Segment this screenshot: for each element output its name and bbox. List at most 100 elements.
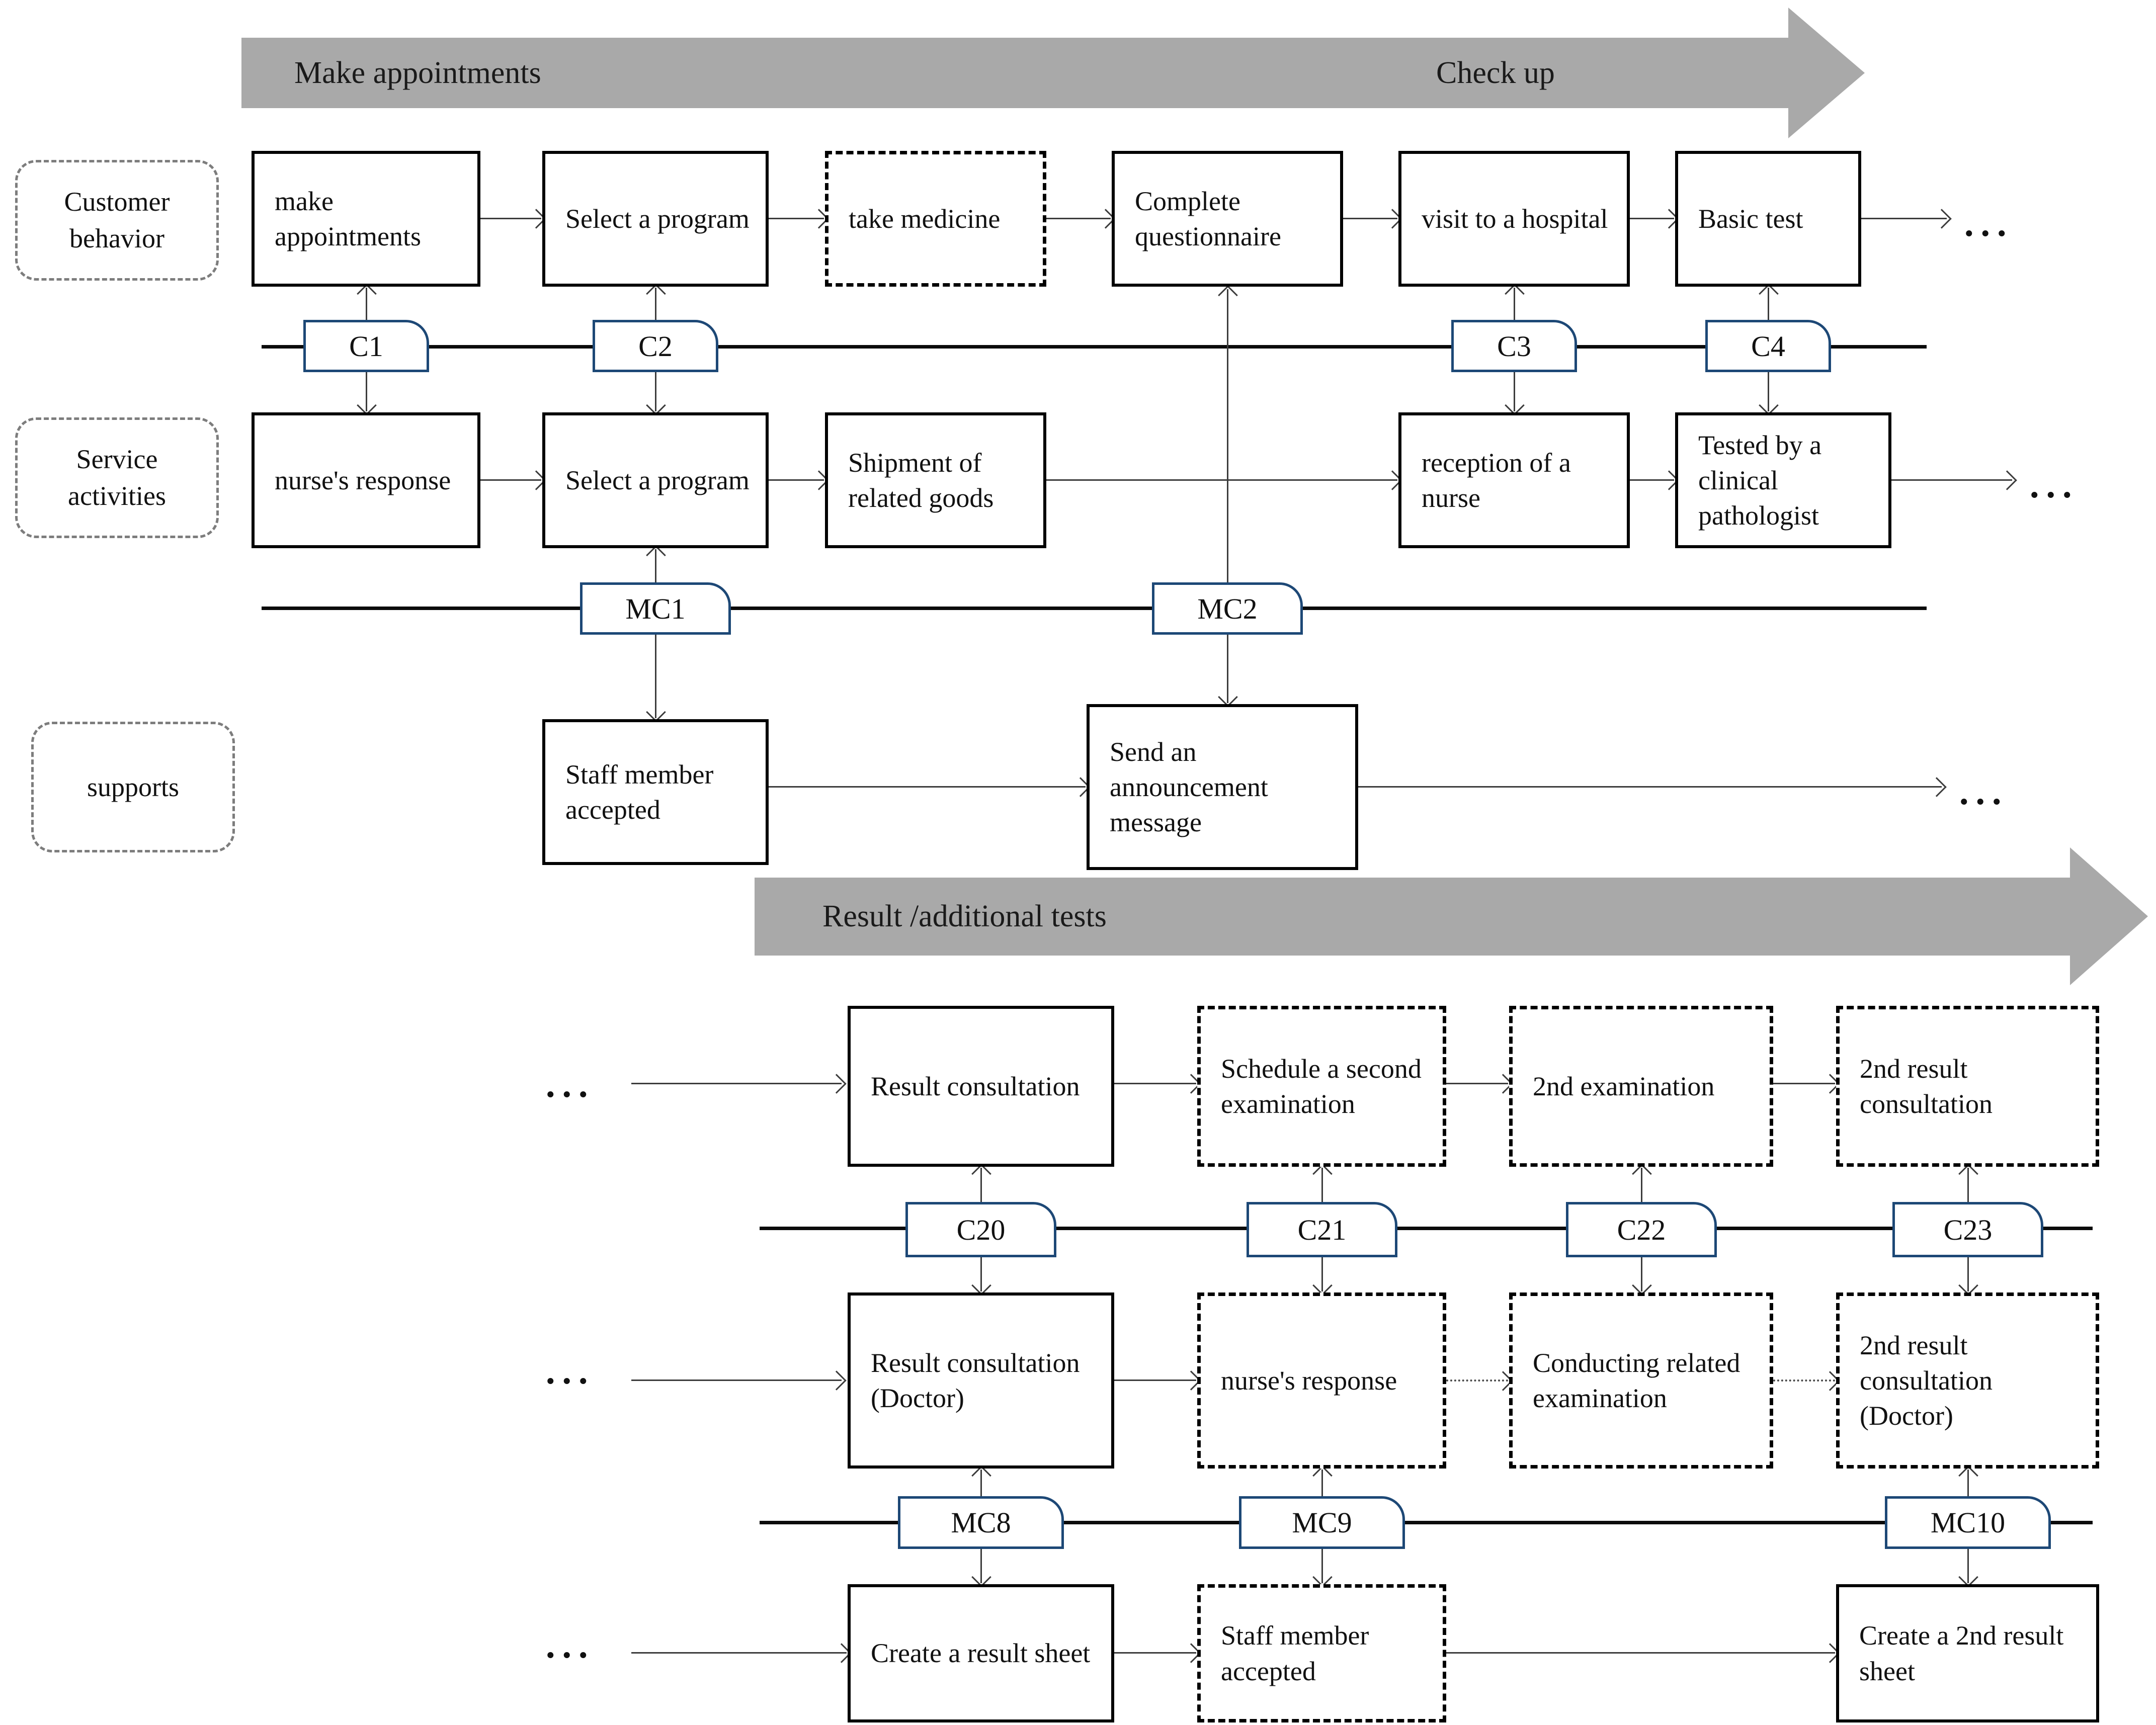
box-complete-questionnaire: Complete questionnaire (1112, 151, 1343, 287)
tab-arrow-up (1321, 1470, 1323, 1496)
tab-arrow-up (980, 1470, 982, 1496)
flow-arrow (1114, 1379, 1196, 1381)
flow-arrow-dotted (1773, 1379, 1835, 1382)
box-send-announcement-message: Send an announcement message (1087, 704, 1358, 870)
flow-arrow-dotted (1446, 1379, 1508, 1382)
flow-arrow (1861, 218, 1947, 219)
flow-arrow (1630, 218, 1674, 219)
flow-arrow (1446, 1652, 1835, 1654)
row-label-service-activities: Service activities (15, 417, 219, 538)
box-nurses-response-bottom: nurse's response (1197, 1292, 1446, 1469)
box-2nd-examination: 2nd examination (1509, 1006, 1773, 1167)
tab-arrow-down (655, 635, 656, 718)
tab-c22: C22 (1566, 1202, 1717, 1257)
box-result-consultation: Result consultation (848, 1006, 1114, 1167)
tab-c21: C21 (1247, 1202, 1397, 1257)
ellipsis-top-service: ... (2030, 465, 2079, 506)
line-of-visibility-bottom (760, 1521, 2093, 1524)
flow-arrow (480, 479, 541, 481)
box-make-appointments: make appointments (252, 151, 480, 287)
tab-c23: C23 (1892, 1202, 2043, 1257)
tab-arrow-down (1967, 1549, 1969, 1583)
ellipsis-top-customer: ... (1964, 203, 2014, 244)
box-create-result-sheet: Create a result sheet (848, 1584, 1114, 1722)
box-2nd-result-consultation: 2nd result consultation (1836, 1006, 2099, 1167)
tab-arrow-up (655, 549, 656, 582)
box-schedule-second-examination: Schedule a second examination (1197, 1006, 1446, 1167)
phase-label-check-up: Check up (1436, 55, 1555, 90)
tab-arrow-down (1967, 1257, 1969, 1291)
row-label-supports: supports (31, 722, 235, 852)
tab-arrow-down (1641, 1257, 1642, 1291)
tab-c1: C1 (303, 320, 429, 372)
tab-mc2: MC2 (1152, 582, 1303, 635)
tab-arrow-down (1514, 372, 1515, 411)
box-conducting-related-examination: Conducting related examination (1509, 1292, 1773, 1469)
box-staff-member-accepted-bottom: Staff member accepted (1197, 1584, 1446, 1722)
tab-mc9: MC9 (1239, 1496, 1405, 1549)
box-create-2nd-result-sheet: Create a 2nd result sheet (1836, 1584, 2099, 1722)
tab-arrow-up (980, 1168, 982, 1202)
tab-arrow-up (1768, 288, 1769, 320)
box-take-medicine: take medicine (825, 151, 1046, 287)
tab-c4: C4 (1705, 320, 1831, 372)
tab-mc8: MC8 (898, 1496, 1064, 1549)
flow-arrow (1114, 1652, 1196, 1654)
tab-arrow-up (655, 288, 656, 320)
flow-arrow (1046, 479, 1397, 481)
box-staff-member-accepted-top: Staff member accepted (542, 719, 769, 865)
tab-arrow-up (1321, 1168, 1323, 1202)
box-select-a-program-customer: Select a program (542, 151, 769, 287)
phase-banner-2 (755, 878, 2070, 956)
phase-label-make-appointments: Make appointments (294, 55, 541, 90)
phase-label-result-additional-tests: Result /additional tests (822, 899, 1107, 933)
line-of-interaction-bottom (760, 1227, 2093, 1230)
ellipsis-top-supports: ... (1959, 771, 2009, 813)
tab-c3: C3 (1451, 320, 1577, 372)
box-select-a-program-service: Select a program (542, 412, 769, 548)
line-of-interaction-top (262, 345, 1927, 349)
phase-banner-1-arrowhead-icon (1788, 8, 1865, 138)
box-result-consultation-doctor: Result consultation (Doctor) (848, 1292, 1114, 1469)
ellipsis-bottom-service: ... (546, 1351, 595, 1392)
tab-arrow-down (1227, 635, 1228, 703)
box-nurses-response: nurse's response (252, 412, 480, 548)
flow-arrow (769, 786, 1086, 788)
flow-arrow (769, 479, 824, 481)
flow-arrow (769, 218, 824, 219)
ellipsis-bottom-supports: ... (546, 1625, 595, 1666)
tab-arrow-down (980, 1257, 982, 1291)
flow-arrow (1343, 218, 1397, 219)
tab-mc10: MC10 (1885, 1496, 2051, 1549)
box-reception-of-a-nurse: reception of a nurse (1398, 412, 1630, 548)
tab-arrow-down (1321, 1549, 1323, 1583)
line-of-visibility-top (262, 607, 1927, 610)
tab-arrow-up-long (1227, 289, 1228, 582)
box-visit-to-a-hospital: visit to a hospital (1398, 151, 1630, 287)
flow-arrow (1773, 1083, 1835, 1084)
tab-c2: C2 (593, 320, 718, 372)
phase-banner-1 (241, 38, 1788, 108)
flow-arrow (1046, 218, 1111, 219)
box-2nd-result-consultation-doctor: 2nd result consultation (Doctor) (1836, 1292, 2099, 1469)
box-tested-by-clinical-pathologist: Tested by a clinical pathologist (1675, 412, 1891, 548)
tab-arrow-up (1514, 288, 1515, 320)
flow-arrow (631, 1379, 842, 1381)
flow-arrow (631, 1083, 842, 1084)
tab-arrow-down (980, 1549, 982, 1583)
tab-c20: C20 (905, 1202, 1056, 1257)
phase-banner-2-arrowhead-icon (2070, 847, 2148, 985)
flow-arrow (1446, 1083, 1508, 1084)
tab-arrow-down (366, 372, 367, 411)
row-label-customer-behavior: Customer behavior (15, 160, 219, 281)
tab-arrow-down (655, 372, 656, 411)
flow-arrow (1630, 479, 1674, 481)
tab-arrow-up (366, 288, 367, 320)
box-shipment-of-related-goods: Shipment of related goods (825, 412, 1046, 548)
tab-arrow-up (1967, 1168, 1969, 1202)
tab-arrow-down (1321, 1257, 1323, 1291)
tab-mc1: MC1 (580, 582, 731, 635)
ellipsis-bottom-customer: ... (546, 1064, 595, 1105)
tab-arrow-down (1768, 372, 1769, 411)
tab-arrow-up (1967, 1470, 1969, 1496)
